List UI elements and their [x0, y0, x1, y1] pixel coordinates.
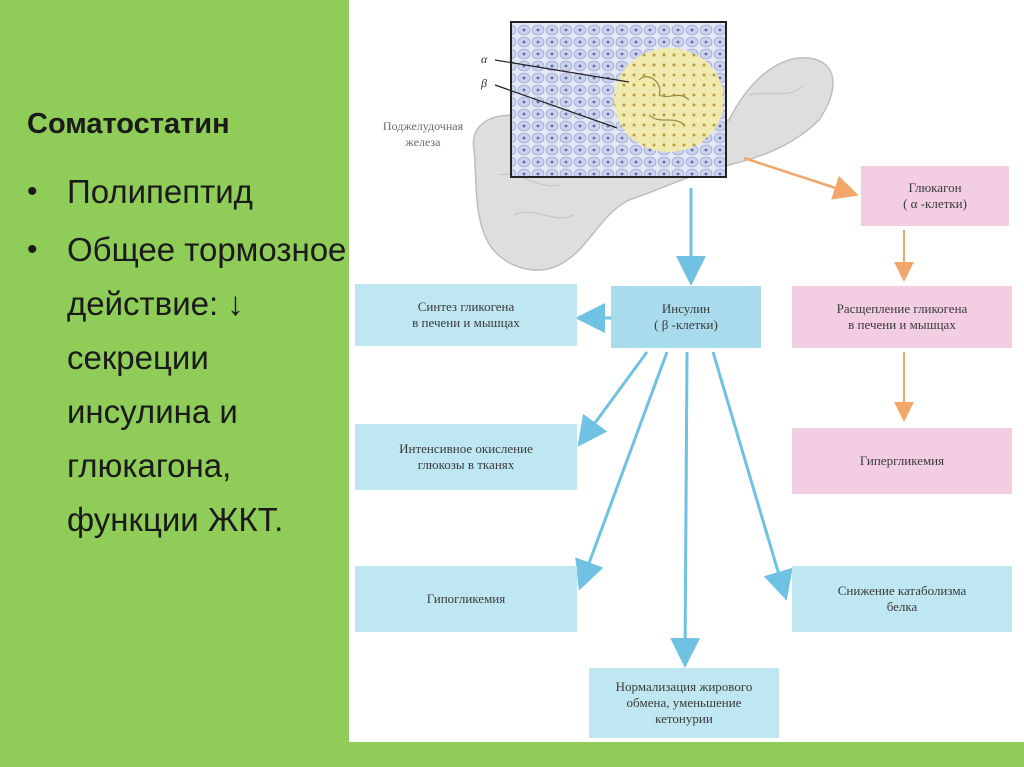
bullet-dot-icon: • — [27, 175, 38, 208]
glycogen-breakdown-box: Расщепление гликогена в печени и мышцах — [792, 286, 1012, 348]
arrow-to-glucagon — [743, 156, 859, 200]
fat-metabolism-label: Нормализация жирового обмена, уменьшение… — [615, 679, 753, 726]
glycogen-breakdown-label: Расщепление гликогена в печени и мышцах — [836, 301, 968, 332]
bullet-item: • Общее тормозное действие: ↓ секреции и… — [27, 223, 347, 547]
arrow-insulin-to-oxidation — [577, 351, 649, 447]
diagram-arrows — [575, 156, 914, 668]
insulin-label: Инсулин ( β -клетки) — [654, 301, 718, 332]
bullet-text: Полипептид — [67, 173, 253, 210]
glucose-oxidation-box: Интенсивное окисление глюкозы в тканях — [355, 424, 577, 490]
bullet-item: • Полипептид — [27, 165, 347, 219]
catabolism-label: Снижение катаболизма белка — [837, 583, 967, 614]
glucagon-box: Глюкагон ( α -клетки) — [861, 166, 1009, 226]
slide-title: Соматостатин — [27, 108, 230, 140]
alpha-cell-label: α — [481, 52, 488, 66]
glucagon-label: Глюкагон ( α -клетки) — [903, 180, 967, 211]
beta-cell-label: β — [481, 76, 487, 90]
glycogen-synthesis-box: Синтез гликогена в печени и мышцах — [355, 284, 577, 346]
bullet-dot-icon: • — [27, 233, 38, 266]
hyperglycemia-label: Гипергликемия — [859, 453, 945, 468]
arrow-insulin-to-fat — [670, 351, 701, 668]
insulin-box: Инсулин ( β -клетки) — [611, 286, 761, 348]
fat-metabolism-box: Нормализация жирового обмена, уменьшение… — [589, 668, 779, 738]
pancreas-label: Поджелудочная железа — [382, 119, 464, 149]
glycogen-synthesis-label: Синтез гликогена в печени и мышцах — [412, 299, 520, 330]
glucose-oxidation-label: Интенсивное окисление глюкозы в тканях — [399, 441, 533, 472]
islet-micrograph — [494, 21, 727, 178]
diagram-graphics — [472, 21, 914, 668]
hyperglycemia-box: Гипергликемия — [792, 428, 1012, 494]
hypoglycemia-box: Гипогликемия — [355, 566, 577, 632]
bullet-text: Общее тормозное действие: ↓ секреции инс… — [67, 231, 347, 538]
pancreas-hormone-diagram: Поджелудочная железа α β Глюкагон ( α -к… — [349, 0, 1024, 742]
catabolism-box: Снижение катаболизма белка — [792, 566, 1012, 632]
arrow-insulin-to-catabolism — [711, 351, 793, 601]
arrow-insulin-to-hypoglycemia — [575, 351, 669, 591]
bullet-list: • Полипептид • Общее тормозное действие:… — [27, 165, 347, 547]
hypoglycemia-label: Гипогликемия — [426, 591, 506, 606]
text-panel: Соматостатин • Полипептид • Общее тормоз… — [0, 0, 350, 767]
